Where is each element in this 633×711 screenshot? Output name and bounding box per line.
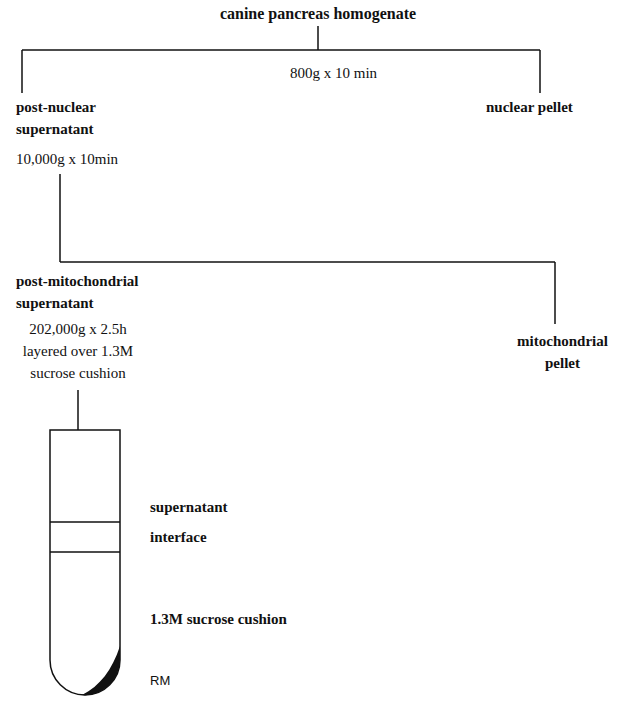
spin-condition: 800g x 10 min — [290, 62, 377, 84]
stem-line — [317, 26, 319, 50]
layer-label: interface — [150, 526, 207, 548]
stem-line — [77, 390, 79, 430]
layer-label: 1.3M sucrose cushion — [150, 608, 287, 630]
branch-line — [539, 50, 541, 93]
fraction-name: post-nuclear supernatant — [16, 96, 131, 140]
layer-line — [50, 551, 120, 553]
fraction-name: post-mitochondrial supernatant — [16, 270, 166, 314]
membrane-pellet — [82, 646, 120, 695]
start-material: canine pancreas homogenate — [118, 3, 518, 25]
pellet-label: RM — [150, 670, 170, 692]
centrifuge-tube — [50, 430, 120, 695]
stem-line — [59, 174, 61, 262]
branch-line — [22, 49, 540, 51]
branch-line — [60, 261, 555, 263]
layer-line — [50, 521, 120, 523]
branch-line — [21, 50, 23, 93]
spin-condition: 202,000g x 2.5h layered over 1.3M sucros… — [8, 318, 148, 384]
fraction-name: mitochondrial pellet — [505, 330, 620, 374]
fraction-name: nuclear pellet — [486, 96, 573, 118]
spin-condition: 10,000g x 10min — [16, 148, 118, 170]
layer-label: supernatant — [150, 496, 228, 518]
branch-line — [554, 262, 556, 324]
